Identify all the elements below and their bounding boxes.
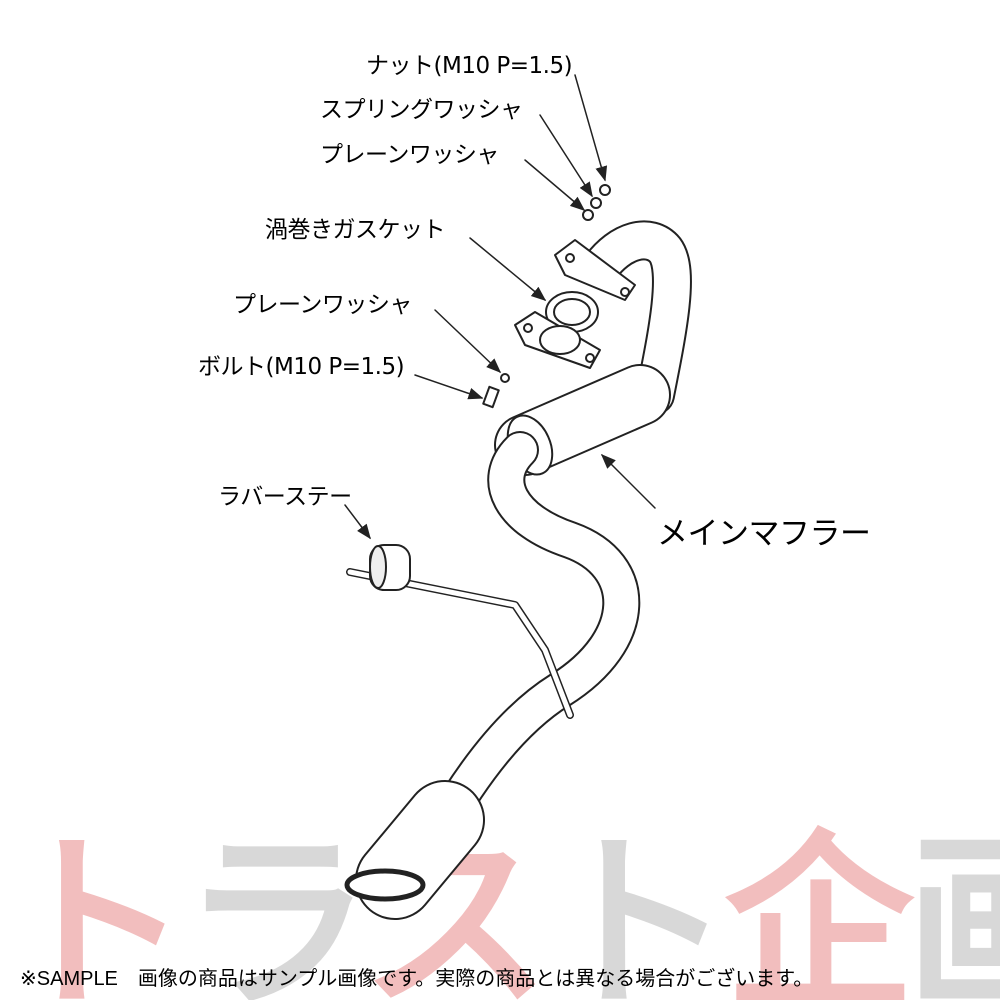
- plain-washer-part: [582, 209, 594, 221]
- label-plain-washer-bottom: プレーンワッシャ: [233, 292, 412, 318]
- label-gasket: 渦巻きガスケット: [265, 217, 446, 243]
- label-plain-washer-top: プレーンワッシャ: [320, 142, 499, 168]
- bolt-part: [482, 385, 500, 409]
- label-spring-washer: スプリングワッシャ: [320, 97, 523, 123]
- nut-part: [599, 184, 611, 196]
- label-rubber-stay: ラバーステー: [218, 484, 352, 510]
- label-nut: ナット(M10 P=1.5): [366, 53, 573, 79]
- sample-disclaimer: ※SAMPLE 画像の商品はサンプル画像です。実際の商品とは異なる場合がございま…: [20, 968, 814, 990]
- label-main-muffler: メインマフラー: [657, 516, 871, 552]
- watermark-logo: トラスト企画: [0, 812, 1000, 1000]
- lower-flange: [514, 311, 601, 369]
- label-bolt: ボルト(M10 P=1.5): [198, 354, 405, 380]
- gasket-part: [545, 291, 599, 333]
- spring-washer-part: [590, 197, 602, 209]
- upper-flange: [554, 239, 636, 301]
- rubber-stay-part: [369, 544, 411, 591]
